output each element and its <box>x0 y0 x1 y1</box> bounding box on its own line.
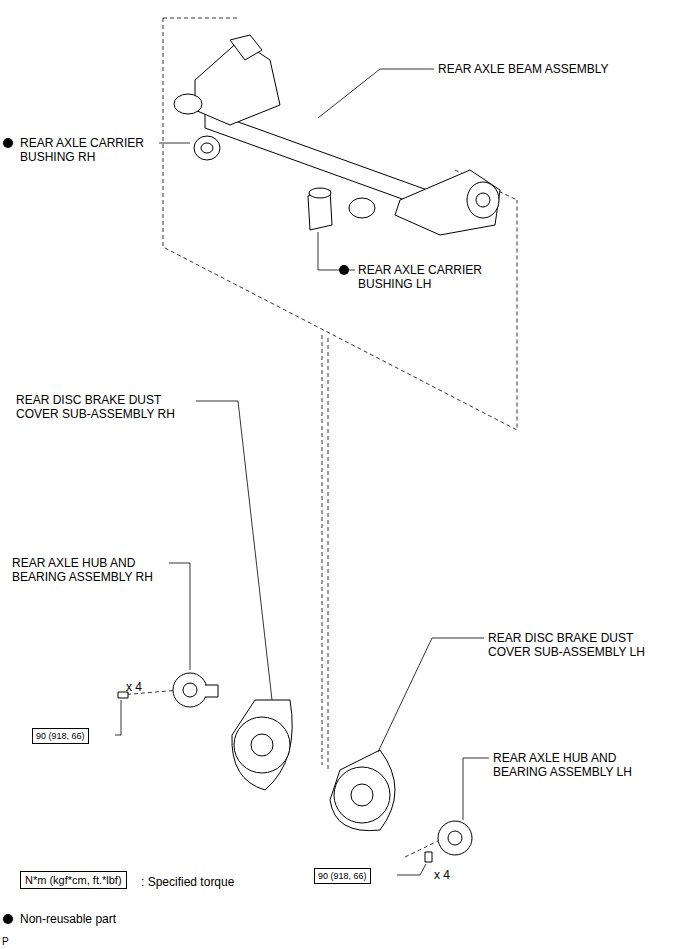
part-name: REAR AXLE HUB AND BEARING ASSEMBLY LH <box>493 751 663 779</box>
figure-code: P <box>2 935 22 949</box>
non-reusable-bullet <box>3 914 13 924</box>
part-name: REAR DISC BRAKE DUST COVER SUB-ASSEMBLY … <box>488 631 678 659</box>
part-name: REAR AXLE CARRIER BUSHING RH <box>20 136 170 164</box>
part-name: REAR AXLE BEAM ASSEMBLY <box>438 62 678 76</box>
torque-box: 90 (918, 66) <box>314 868 371 884</box>
part-name: REAR DISC BRAKE DUST COVER SUB-ASSEMBLY … <box>16 393 196 421</box>
legend-text: : Specified torque <box>141 875 234 889</box>
torque-value: 90 (918, 66) <box>318 870 367 882</box>
legend-text: Non-reusable part <box>20 912 116 926</box>
torque-box: 90 (918, 66) <box>32 728 89 744</box>
torque-unit-box: N*m (kgf*cm, ft.*lbf) <box>20 871 127 889</box>
quantity: x 4 <box>434 868 474 882</box>
part-name: REAR AXLE HUB AND BEARING ASSEMBLY RH <box>12 556 172 584</box>
quantity: x 4 <box>126 680 166 694</box>
part-name: REAR AXLE CARRIER BUSHING LH <box>358 263 508 291</box>
torque-value: 90 (918, 66) <box>36 730 85 742</box>
torque-value: N*m (kgf*cm, ft.*lbf) <box>25 873 122 887</box>
